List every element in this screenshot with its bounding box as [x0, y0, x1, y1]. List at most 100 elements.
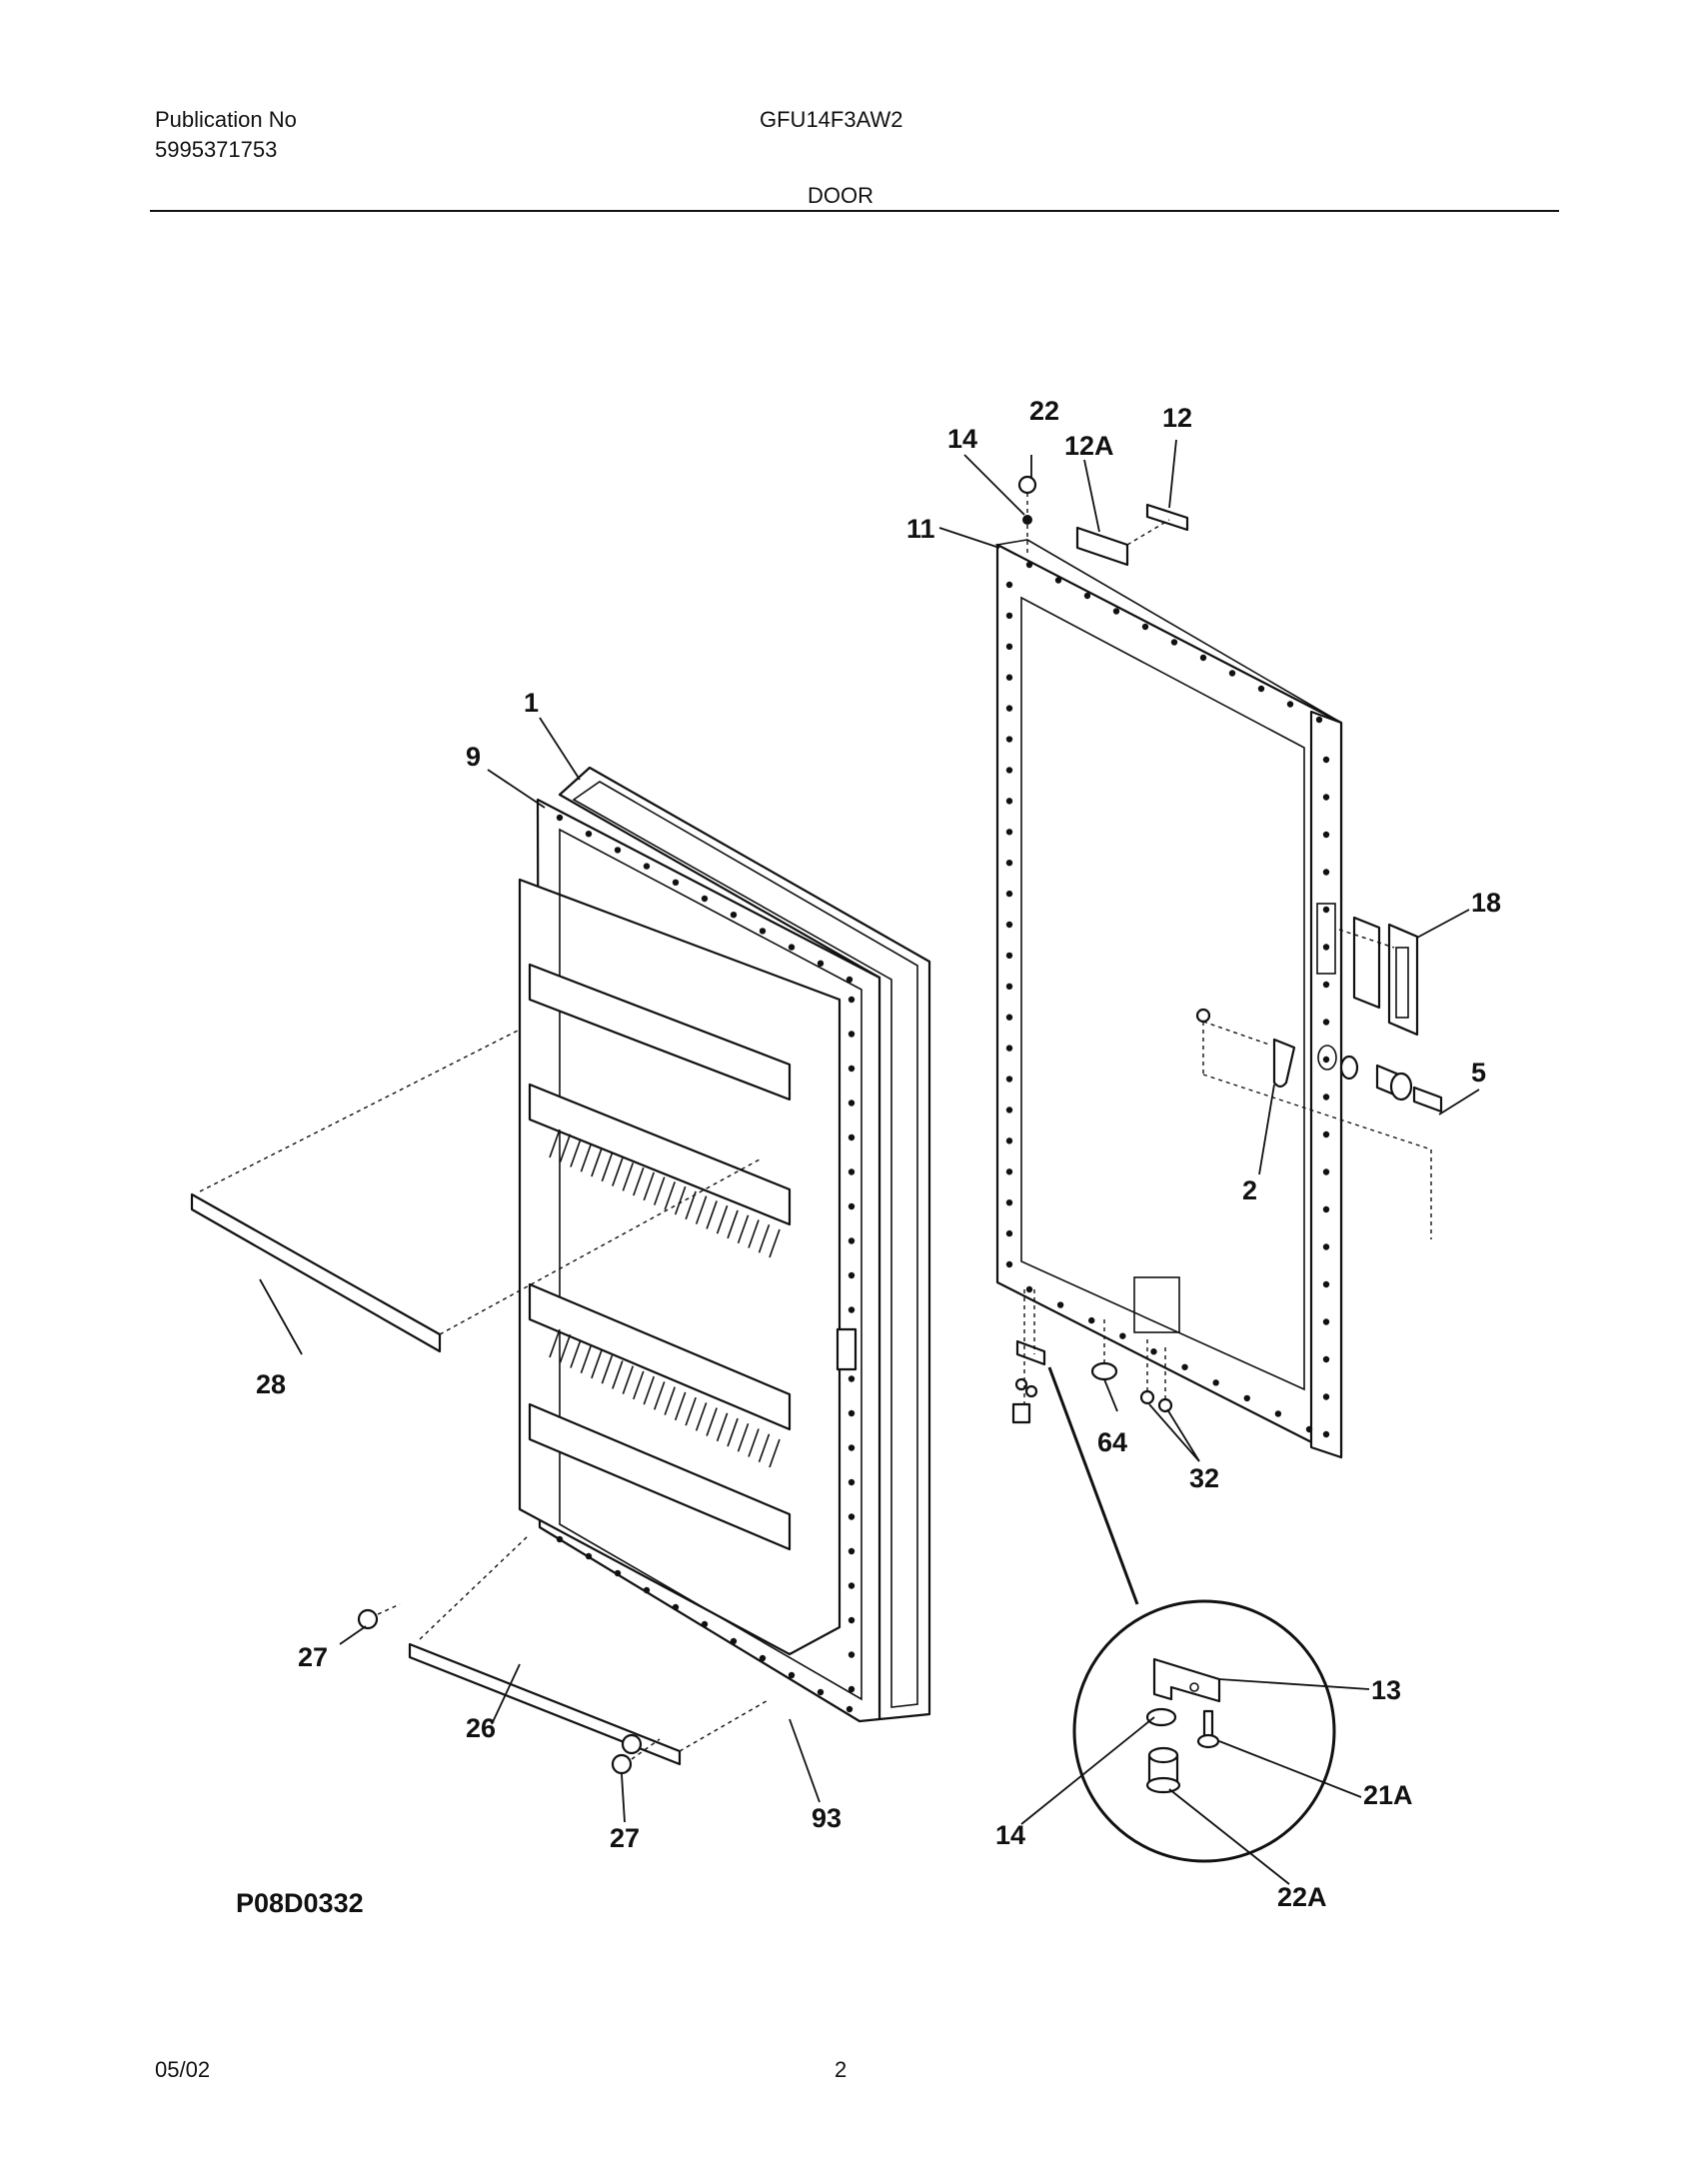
panel-hole [1005, 921, 1013, 929]
panel-hole [1322, 794, 1330, 801]
panel-hole [1322, 1205, 1330, 1213]
panel-hole [1005, 1014, 1013, 1021]
panel-hole [1322, 756, 1330, 764]
shelf-rib [654, 1176, 666, 1205]
panel-hole [1005, 674, 1013, 681]
panel-hole [1005, 1076, 1013, 1083]
liner-hole [817, 960, 825, 967]
liner-hole [643, 863, 651, 870]
panel-hole [1243, 1394, 1250, 1402]
shelf-rib [674, 1391, 687, 1421]
shelf-rib [769, 1438, 781, 1468]
callout-64: 64 [1097, 1427, 1127, 1457]
liner-hole [788, 944, 796, 951]
liner-hole [701, 1620, 709, 1628]
callout-5: 5 [1471, 1058, 1486, 1088]
shelf-rib [695, 1402, 708, 1431]
shelf-rib [570, 1138, 582, 1167]
shelf-rib [664, 1181, 676, 1210]
panel-hole [1005, 705, 1013, 712]
panel-hole [1088, 1316, 1095, 1324]
shelf-rib [748, 1219, 760, 1248]
panel-hole [1322, 1130, 1330, 1138]
panel-hole [1054, 577, 1062, 584]
shelf-rib [758, 1223, 771, 1253]
shelf-rib [727, 1209, 739, 1239]
callout-13: 13 [1371, 1675, 1401, 1705]
liner-hole [817, 1688, 825, 1696]
panel-hole [1112, 608, 1120, 615]
liner-hole [759, 1654, 767, 1662]
panel-hole [1005, 581, 1013, 589]
panel-hole [1322, 944, 1330, 951]
liner-hole [848, 1237, 855, 1244]
liner-hole [848, 1031, 855, 1038]
panel-hole [1322, 869, 1330, 876]
panel-hole [1005, 643, 1013, 651]
shelf-rib [758, 1433, 771, 1463]
bottom-hinge-parts [1011, 1289, 1173, 1424]
shelf-rib [633, 1166, 645, 1196]
shelf-rib [549, 1128, 561, 1158]
callout-12a: 12A [1064, 431, 1114, 461]
liner-hole [848, 1582, 855, 1589]
panel-hole [1322, 1355, 1330, 1363]
liner-hole [848, 1547, 855, 1555]
callout-12: 12 [1162, 403, 1192, 433]
liner-hole [846, 1705, 854, 1713]
liner-hole [848, 1685, 855, 1693]
callout-26: 26 [466, 1713, 496, 1743]
panel-hole [1005, 983, 1013, 991]
model-number: GFU14F3AW2 [760, 107, 903, 132]
callout-32: 32 [1189, 1463, 1219, 1493]
panel-hole [1005, 1260, 1013, 1268]
liner-hole [848, 1409, 855, 1417]
header-rule [150, 210, 1559, 212]
shelf-rib [549, 1328, 561, 1358]
panel-hole [1119, 1332, 1126, 1339]
callout-14-detail: 14 [995, 1820, 1025, 1850]
panel-hole [1181, 1363, 1188, 1370]
panel-hole [1005, 736, 1013, 743]
shelf-rib [674, 1185, 687, 1215]
handle-assembly [1338, 916, 1419, 1037]
panel-hole [1005, 798, 1013, 805]
liner-hole [848, 1202, 855, 1210]
liner-hole [848, 1478, 855, 1486]
panel-hole [1005, 1198, 1013, 1206]
panel-hole [1005, 1106, 1013, 1113]
liner-hole [556, 1535, 564, 1543]
shelf-rib [737, 1423, 750, 1452]
panel-hole [1056, 1301, 1064, 1308]
panel-hole [1274, 1410, 1282, 1417]
panel-hole [1005, 612, 1013, 620]
panel-hole [1286, 701, 1294, 708]
diagram-code: P08D0332 [236, 1888, 364, 1918]
callout-22-top: 22 [1029, 396, 1059, 426]
liner-hole [848, 1651, 855, 1658]
callout-2: 2 [1242, 1175, 1257, 1205]
callout-18: 18 [1471, 888, 1501, 918]
liner-hole [585, 1552, 593, 1560]
shelf-bar-bottom [408, 1533, 771, 1766]
liner-hole [848, 1444, 855, 1451]
liner-hole [585, 831, 593, 838]
panel-hole [1005, 952, 1013, 960]
retainer-pins [357, 1603, 661, 1775]
liner-hole [614, 847, 622, 854]
shelf-rib [664, 1386, 676, 1415]
callout-27-bottom: 27 [610, 1823, 640, 1853]
liner-hole [672, 1603, 680, 1611]
latch-assembly [1195, 1008, 1443, 1239]
panel-hole [1083, 592, 1091, 600]
panel-hole [1322, 1056, 1330, 1064]
panel-hole [1322, 831, 1330, 839]
liner-hole [672, 879, 680, 886]
callout-21a: 21A [1363, 1780, 1413, 1810]
panel-hole [1322, 1243, 1330, 1250]
liner-hole [848, 996, 855, 1004]
shelf-rib [622, 1162, 635, 1191]
panel-hole [1322, 1168, 1330, 1175]
shelf-rib [643, 1375, 656, 1405]
shelf-rib [601, 1152, 614, 1182]
